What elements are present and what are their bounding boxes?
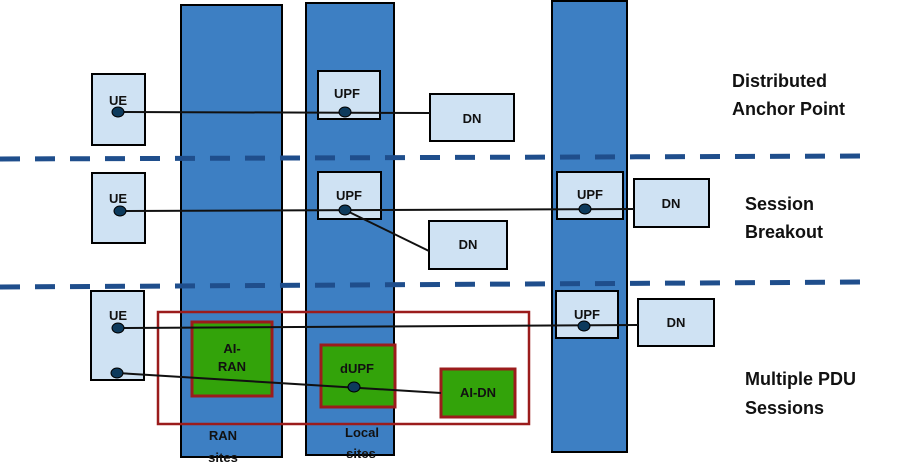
dn-label-local-2: DN (459, 237, 478, 252)
ran-sites-label-2: sites (208, 450, 238, 465)
upf-label-central-2: UPF (577, 187, 603, 202)
upf-label-local-2: UPF (336, 188, 362, 203)
upf-label-1: UPF (334, 86, 360, 101)
ue-endpoint-3b (110, 367, 124, 379)
ue-label-3: UE (109, 308, 127, 323)
link-ue-dn-central-2 (119, 208, 635, 212)
dn-box-central-3 (637, 298, 715, 347)
upf-box-central-3 (555, 290, 619, 339)
link-ue-dn-central-3 (117, 324, 639, 329)
ue-box-3 (90, 290, 145, 381)
local-ai-session-frame (156, 310, 531, 426)
section-title-breakout-1: Session (745, 194, 814, 214)
dupf-box (319, 343, 397, 409)
dn-label-central-2: DN (662, 196, 681, 211)
separator-2 (0, 279, 871, 290)
upf-endpoint-central-2 (578, 203, 592, 215)
section-title-breakout-2: Breakout (745, 222, 823, 242)
section-title-distributed-1: Distributed (732, 71, 827, 91)
local-sites-label-1: Local (345, 425, 379, 440)
section-title-distributed-2: Anchor Point (732, 99, 845, 119)
dn-label-1: DN (463, 111, 482, 126)
dn-label-central-3: DN (667, 315, 686, 330)
ue-endpoint-1 (111, 106, 125, 118)
dn-box-local-2 (428, 220, 508, 270)
link-ue-dn-1 (117, 111, 431, 114)
separator-1 (0, 153, 871, 162)
dupf-label: dUPF (340, 361, 374, 376)
ai-ran-box (190, 320, 274, 398)
ai-ran-label-1: AI- (223, 341, 240, 356)
dn-box-central-2 (633, 178, 710, 228)
dupf-endpoint-3 (347, 381, 361, 393)
ai-dn-label: AI-DN (460, 385, 496, 400)
ue-label-1: UE (109, 93, 127, 108)
section-title-pdu-2: Sessions (745, 398, 824, 418)
ue-endpoint-2 (113, 205, 127, 217)
dn-box-1 (429, 93, 515, 142)
ai-dn-box (439, 367, 517, 419)
section-title-pdu-1: Multiple PDU (745, 369, 856, 389)
ran-sites-label-1: RAN (209, 428, 237, 443)
upf-endpoint-central-3 (577, 320, 591, 332)
upf-endpoint-local-2 (338, 204, 352, 216)
central-column (551, 0, 628, 453)
upf-label-central-3: UPF (574, 307, 600, 322)
ue-label-2: UE (109, 191, 127, 206)
local-sites-label-2: sites (346, 446, 376, 461)
ue-endpoint-3a (111, 322, 125, 334)
link-upf-dn-local-2 (344, 209, 430, 252)
link-ue-ai-dn-3 (116, 372, 442, 394)
ai-ran-label-2: RAN (218, 359, 246, 374)
upf-endpoint-1 (338, 106, 352, 118)
